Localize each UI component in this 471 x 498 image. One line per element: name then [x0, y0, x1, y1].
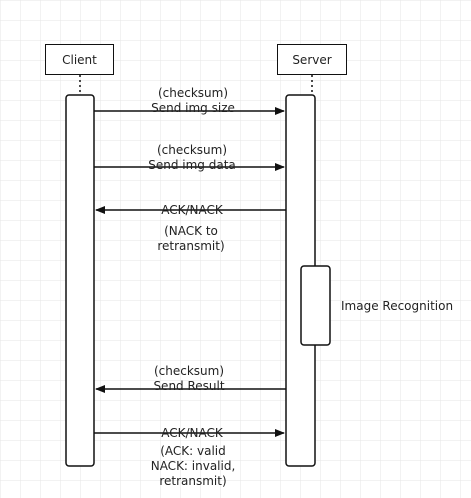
image-recognition-activation	[300, 265, 331, 346]
message-5-label: ACK/NACK	[161, 426, 223, 441]
client-activation-bar	[65, 94, 95, 467]
participant-client: Client	[45, 44, 114, 75]
message-1-line1: (checksum)	[157, 86, 229, 100]
message-2-line2: Send img data	[148, 158, 236, 172]
message-1-label: (checksum) Send img size	[151, 86, 235, 116]
message-4-line1: (checksum)	[153, 364, 225, 378]
message-1-line2: Send img size	[151, 101, 235, 115]
message-2-line1: (checksum)	[156, 143, 228, 157]
message-3-note: (NACK to retransmit)	[157, 224, 224, 254]
message-3-note-line1: (NACK to	[164, 224, 218, 238]
image-recognition-label: Image Recognition	[341, 299, 454, 313]
message-2-label: (checksum) Send img data	[148, 143, 236, 173]
message-4-line2: Send Result	[153, 379, 225, 393]
message-3-note-line2: retransmit)	[157, 239, 225, 253]
participant-client-label: Client	[62, 52, 97, 67]
message-3-line1: ACK/NACK	[161, 203, 223, 217]
message-5-line1: ACK/NACK	[161, 426, 223, 440]
message-3-label: ACK/NACK	[161, 203, 223, 218]
participant-server: Server	[277, 44, 347, 75]
participant-server-label: Server	[292, 52, 332, 67]
message-4-label: (checksum) Send Result	[153, 364, 224, 394]
message-5-note-line1: (ACK: valid	[160, 444, 226, 458]
message-5-note: (ACK: valid NACK: invalid, retransmit)	[151, 444, 236, 489]
message-5-note-line2: NACK: invalid,	[150, 459, 236, 473]
message-5-note-line3: retransmit)	[159, 474, 227, 488]
